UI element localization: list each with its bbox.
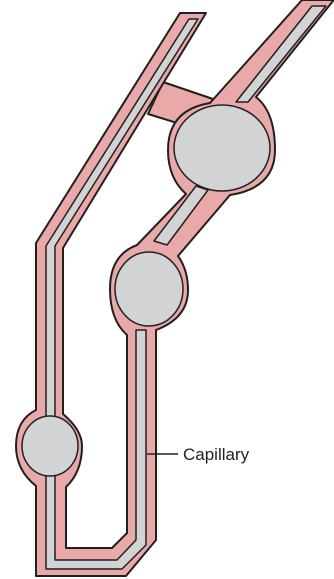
large-bulge-lumen (174, 105, 270, 191)
lower-bulge-lumen (22, 416, 78, 476)
capillary-label: Capillary (183, 445, 250, 464)
right-tube-lumen (236, 6, 326, 102)
middle-bulge-lumen (115, 252, 183, 326)
